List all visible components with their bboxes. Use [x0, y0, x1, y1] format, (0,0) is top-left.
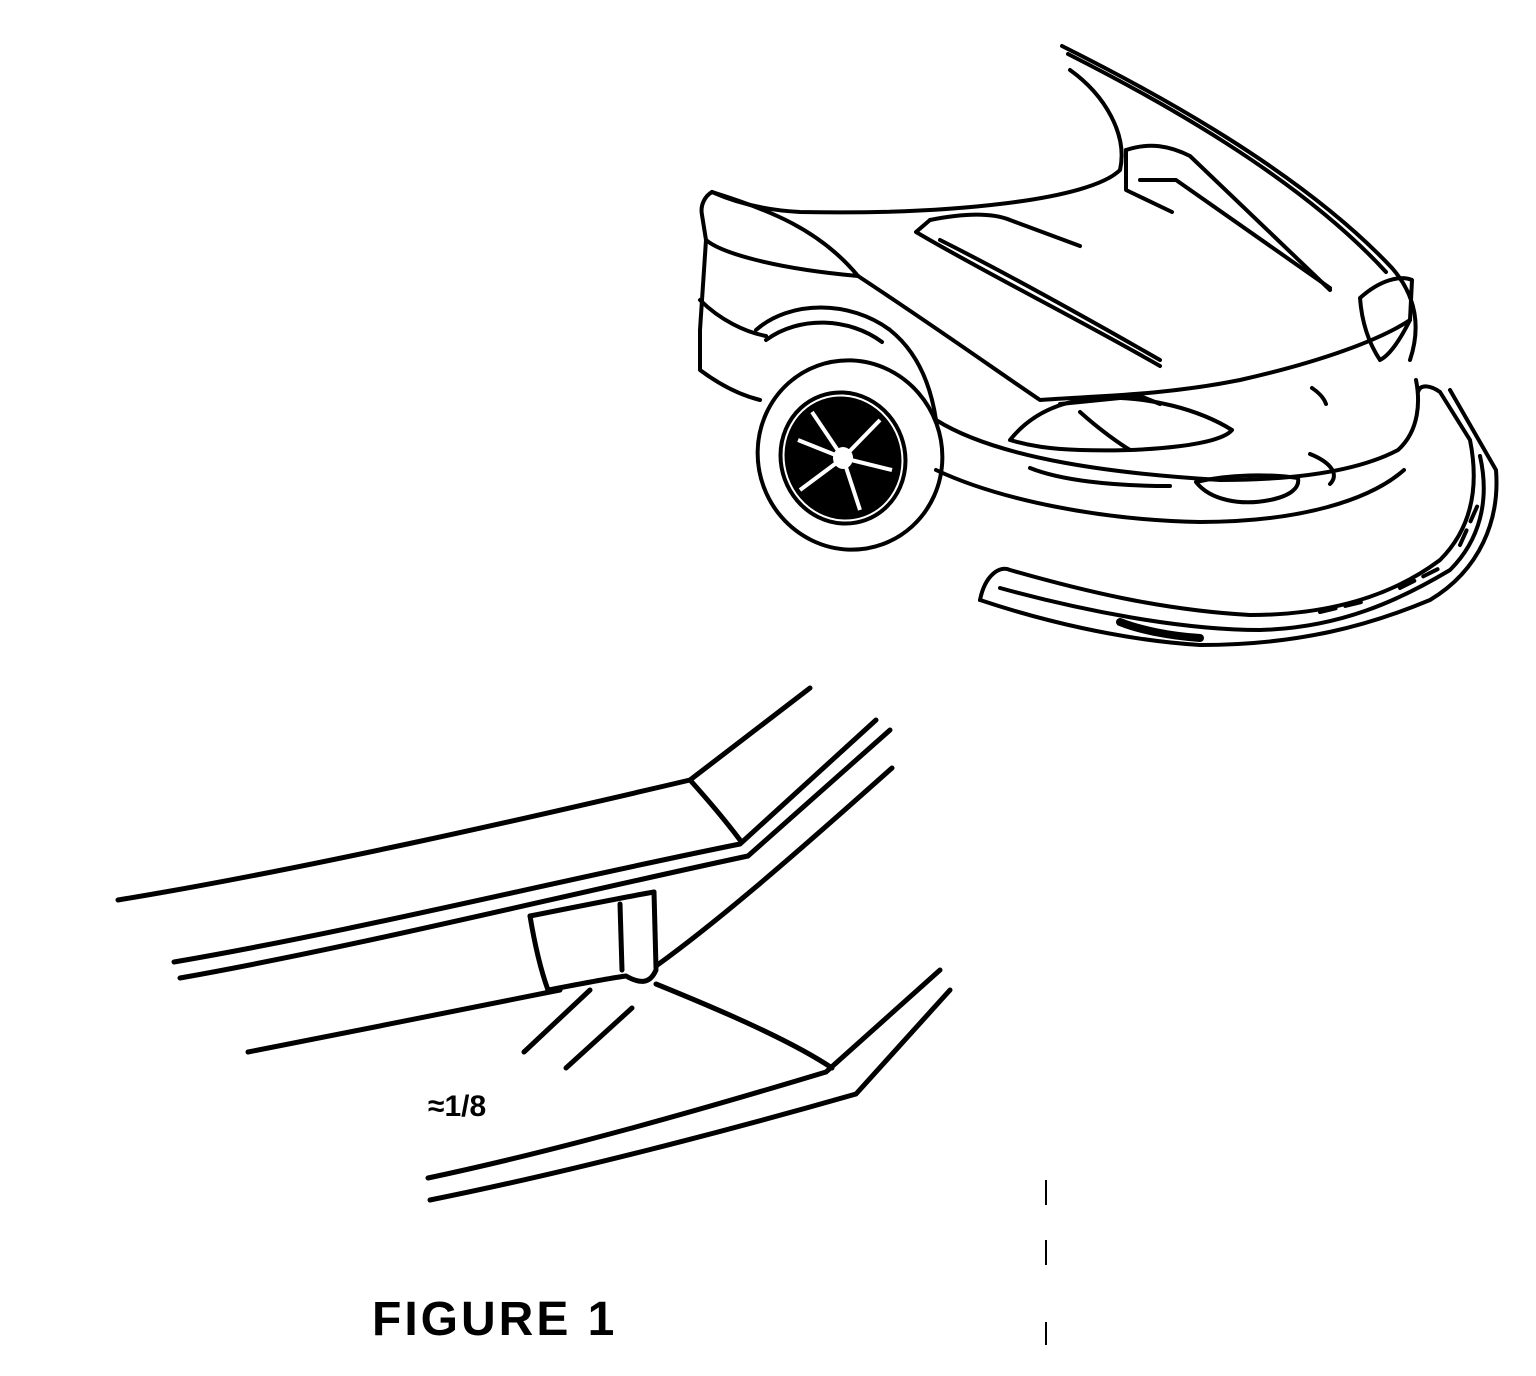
car-front-icon [698, 44, 1420, 552]
wheel-rim-icon [784, 396, 902, 520]
front-spoiler-icon [978, 384, 1499, 647]
dimension-label: ≈1/8 [428, 1090, 487, 1123]
spoiler-joint-detail-icon [115, 685, 953, 1203]
figure-caption: FIGURE 1 [372, 1293, 618, 1346]
